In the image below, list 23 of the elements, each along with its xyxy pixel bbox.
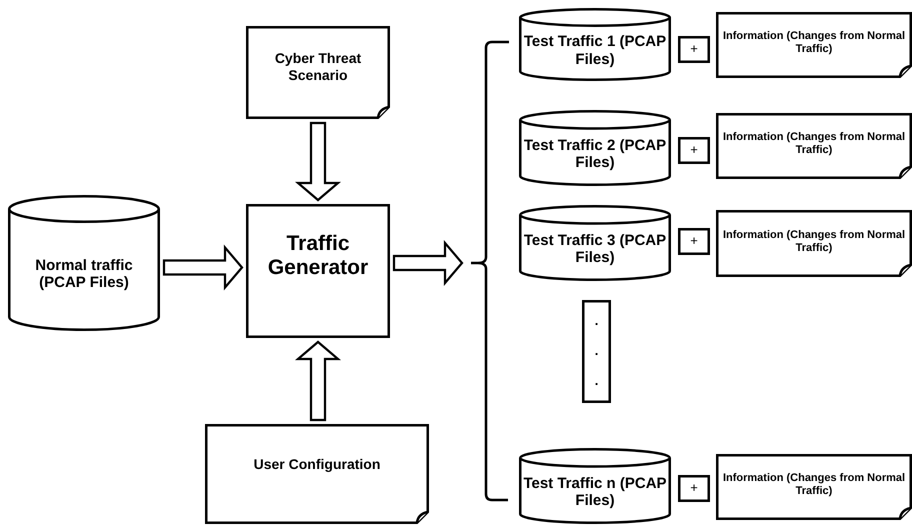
ellipsis-dot: . [594,344,600,359]
plus-sign: + [689,234,699,249]
plus-sign: + [689,143,699,158]
block-arrow [295,122,341,202]
block-arrow [392,240,464,286]
node-label: Test Traffic n (PCAP Files) [522,474,668,510]
node-label: Information (Changes from Normal Traffic) [722,30,906,56]
node-label: Information (Changes from Normal Traffic) [722,228,906,254]
block-arrow [295,340,341,422]
node-label: Test Traffic 1 (PCAP Files) [522,33,668,68]
node-label: Traffic Generator [266,232,370,280]
node-label: Information (Changes from Normal Traffic) [722,131,906,157]
node-label: User Configuration [252,456,382,472]
plus-sign: + [689,42,699,57]
node-label: Test Traffic 3 (PCAP Files) [522,232,668,266]
ellipsis-dot: . [594,374,600,390]
node-label: Information (Changes from Normal Traffic) [722,472,906,498]
plus-sign: + [689,481,699,496]
ellipsis-dot: . [594,314,600,329]
block-arrow [162,244,244,290]
node-label: Normal traffic (PCAP Files) [34,256,134,292]
node-label: Test Traffic 2 (PCAP Files) [522,136,668,172]
node-label: Cyber Threat Scenario [274,50,362,83]
